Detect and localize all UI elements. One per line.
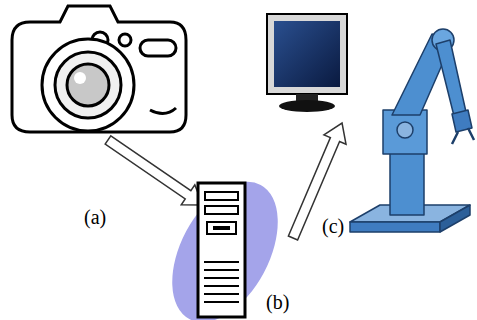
hollow-arrow (101, 130, 209, 215)
part-label: (b) (266, 292, 289, 312)
server (150, 164, 299, 320)
hollow-arrow (282, 118, 353, 242)
camera (12, 6, 186, 132)
robot-arm (350, 29, 474, 232)
monitor (267, 14, 347, 112)
part-label: (c) (322, 216, 344, 236)
part-label: (a) (84, 207, 106, 227)
